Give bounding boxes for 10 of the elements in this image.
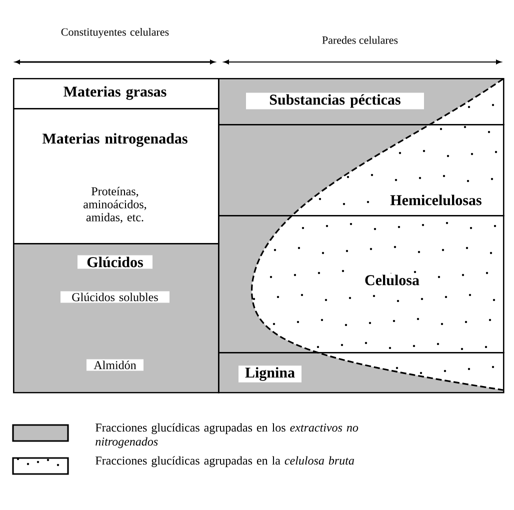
legend-text: Fracciones glucídicas agrupadas en la celulosa bruta <box>96 456 354 468</box>
section-heading: Constituyentes celulares <box>61 28 169 38</box>
layer-box: Celulosa <box>218 215 504 354</box>
section-heading: Paredes celulares <box>322 36 398 44</box>
layer-box: Hemicelulosas <box>218 124 504 216</box>
category-box: Materias nitrogenadas Proteínas, aminoácidos, amidas, etc. <box>13 108 220 244</box>
layer-box: Lignina <box>218 352 504 394</box>
layer-box: Substancias pécticas <box>218 78 504 126</box>
legend-text: Fracciones glucídicas agrupadas en los extractivos no nitrogenados <box>96 423 358 448</box>
category-box: Materias grasas <box>13 78 220 110</box>
